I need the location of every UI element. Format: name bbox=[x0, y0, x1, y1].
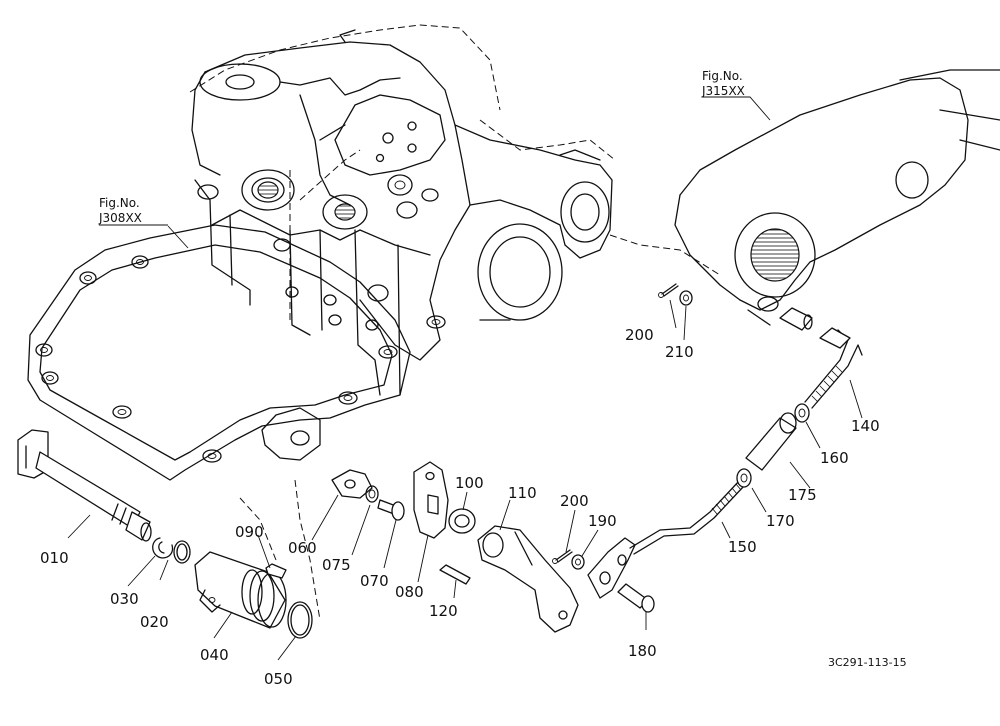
part-150-rod bbox=[629, 479, 745, 555]
part-070-bolt bbox=[377, 499, 405, 521]
part-020-o-ring bbox=[173, 540, 191, 564]
part-number-labels: 010 020 030 040 050 060 070 075 080 090 … bbox=[40, 326, 880, 688]
part-label-190: 190 bbox=[588, 512, 617, 530]
part-label-150: 150 bbox=[728, 538, 757, 556]
part-140-rod bbox=[804, 327, 863, 409]
part-label-050: 050 bbox=[264, 670, 293, 688]
part-label-210: 210 bbox=[665, 343, 694, 361]
part-180-pin bbox=[617, 583, 655, 613]
part-label-090: 090 bbox=[235, 523, 264, 541]
part-060-plate bbox=[331, 469, 373, 499]
part-200-cotter-pin-upper bbox=[658, 283, 679, 298]
figure-reference-j308: Fig.No. J308XX bbox=[98, 196, 168, 226]
part-label-140: 140 bbox=[851, 417, 880, 435]
part-210-washer bbox=[679, 290, 693, 306]
part-030-e-ring bbox=[152, 537, 174, 559]
figure-reference-label: Fig.No. bbox=[99, 196, 140, 210]
part-175-turnbuckle bbox=[745, 412, 797, 471]
part-label-100: 100 bbox=[455, 474, 484, 492]
part-010-shaft bbox=[17, 429, 152, 542]
part-label-020: 020 bbox=[140, 613, 169, 631]
part-170-nut bbox=[736, 468, 752, 488]
bushing bbox=[779, 307, 813, 331]
figure-reference-number: J308XX bbox=[98, 211, 142, 225]
part-label-160: 160 bbox=[820, 449, 849, 467]
part-label-110: 110 bbox=[508, 484, 537, 502]
part-label-170: 170 bbox=[766, 512, 795, 530]
part-label-080: 080 bbox=[395, 583, 424, 601]
part-label-040: 040 bbox=[200, 646, 229, 664]
part-label-175: 175 bbox=[788, 486, 817, 504]
hydraulic-housing-assembly bbox=[27, 24, 721, 621]
lift-arm-assembly bbox=[674, 69, 1000, 326]
part-100-washer bbox=[448, 508, 476, 534]
figure-reference-label: Fig.No. bbox=[702, 69, 743, 83]
part-075-washer bbox=[365, 485, 379, 503]
part-label-120: 120 bbox=[429, 602, 458, 620]
diagram-code: 3C291-113-15 bbox=[828, 656, 907, 669]
part-label-200-upper: 200 bbox=[625, 326, 654, 344]
part-200-cotter-pin-lower bbox=[552, 549, 573, 564]
figure-reference-j315: Fig.No. J315XX bbox=[701, 69, 745, 98]
part-040-sleeve bbox=[194, 551, 287, 629]
part-080-cam-plate bbox=[413, 461, 449, 539]
part-160-nut bbox=[794, 403, 810, 423]
leader-lines bbox=[67, 96, 863, 661]
part-090-pin bbox=[265, 563, 287, 579]
part-120-spring-pin bbox=[439, 564, 471, 585]
part-label-010: 010 bbox=[40, 549, 69, 567]
part-label-075: 075 bbox=[322, 556, 351, 574]
figure-reference-number: J315XX bbox=[701, 84, 745, 98]
part-110-lever bbox=[477, 525, 579, 633]
plate-bolt-holes bbox=[35, 255, 446, 463]
part-label-060: 060 bbox=[288, 539, 317, 557]
part-label-030: 030 bbox=[110, 590, 139, 608]
part-190-washer bbox=[571, 554, 585, 570]
part-label-200-lower: 200 bbox=[560, 492, 589, 510]
clevis bbox=[587, 537, 636, 599]
part-label-070: 070 bbox=[360, 572, 389, 590]
part-050-o-ring bbox=[287, 601, 313, 639]
part-label-180: 180 bbox=[628, 642, 657, 660]
